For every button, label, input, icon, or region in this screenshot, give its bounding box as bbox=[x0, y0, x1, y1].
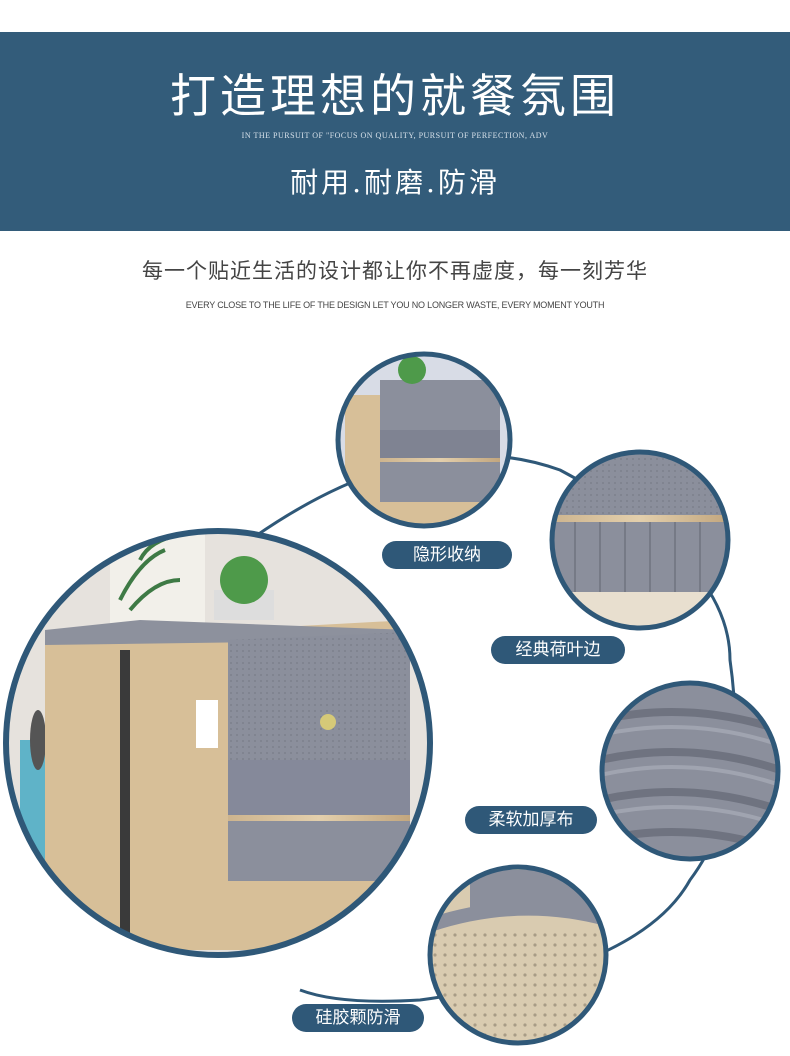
feature-label-ruffle: 经典荷叶边 bbox=[491, 636, 625, 664]
feature-image-silicone bbox=[430, 867, 606, 1043]
tagline-en: EVERY CLOSE TO THE LIFE OF THE DESIGN LE… bbox=[185, 300, 605, 310]
feature-label-fabric: 柔软加厚布 bbox=[465, 806, 597, 834]
feature-image-storage bbox=[338, 354, 510, 526]
banner-features: 耐用.耐磨.防滑 bbox=[290, 166, 500, 199]
feature-label-silicone: 硅胶颗防滑 bbox=[292, 1004, 424, 1032]
tagline-cn: 每一个贴近生活的设计都让你不再虚度，每一刻芳华 bbox=[142, 259, 648, 283]
feature-label-storage: 隐形收纳 bbox=[382, 541, 512, 569]
banner-subtitle-en: IN THE PURSUIT OF "FOCUS ON QUALITY, PUR… bbox=[241, 131, 549, 140]
main-fridge-image bbox=[6, 531, 430, 955]
header-banner bbox=[0, 32, 790, 231]
product-illustration bbox=[3, 351, 781, 1046]
feature-image-fabric bbox=[602, 683, 778, 859]
banner-title: 打造理想的就餐氛围 bbox=[170, 69, 620, 123]
